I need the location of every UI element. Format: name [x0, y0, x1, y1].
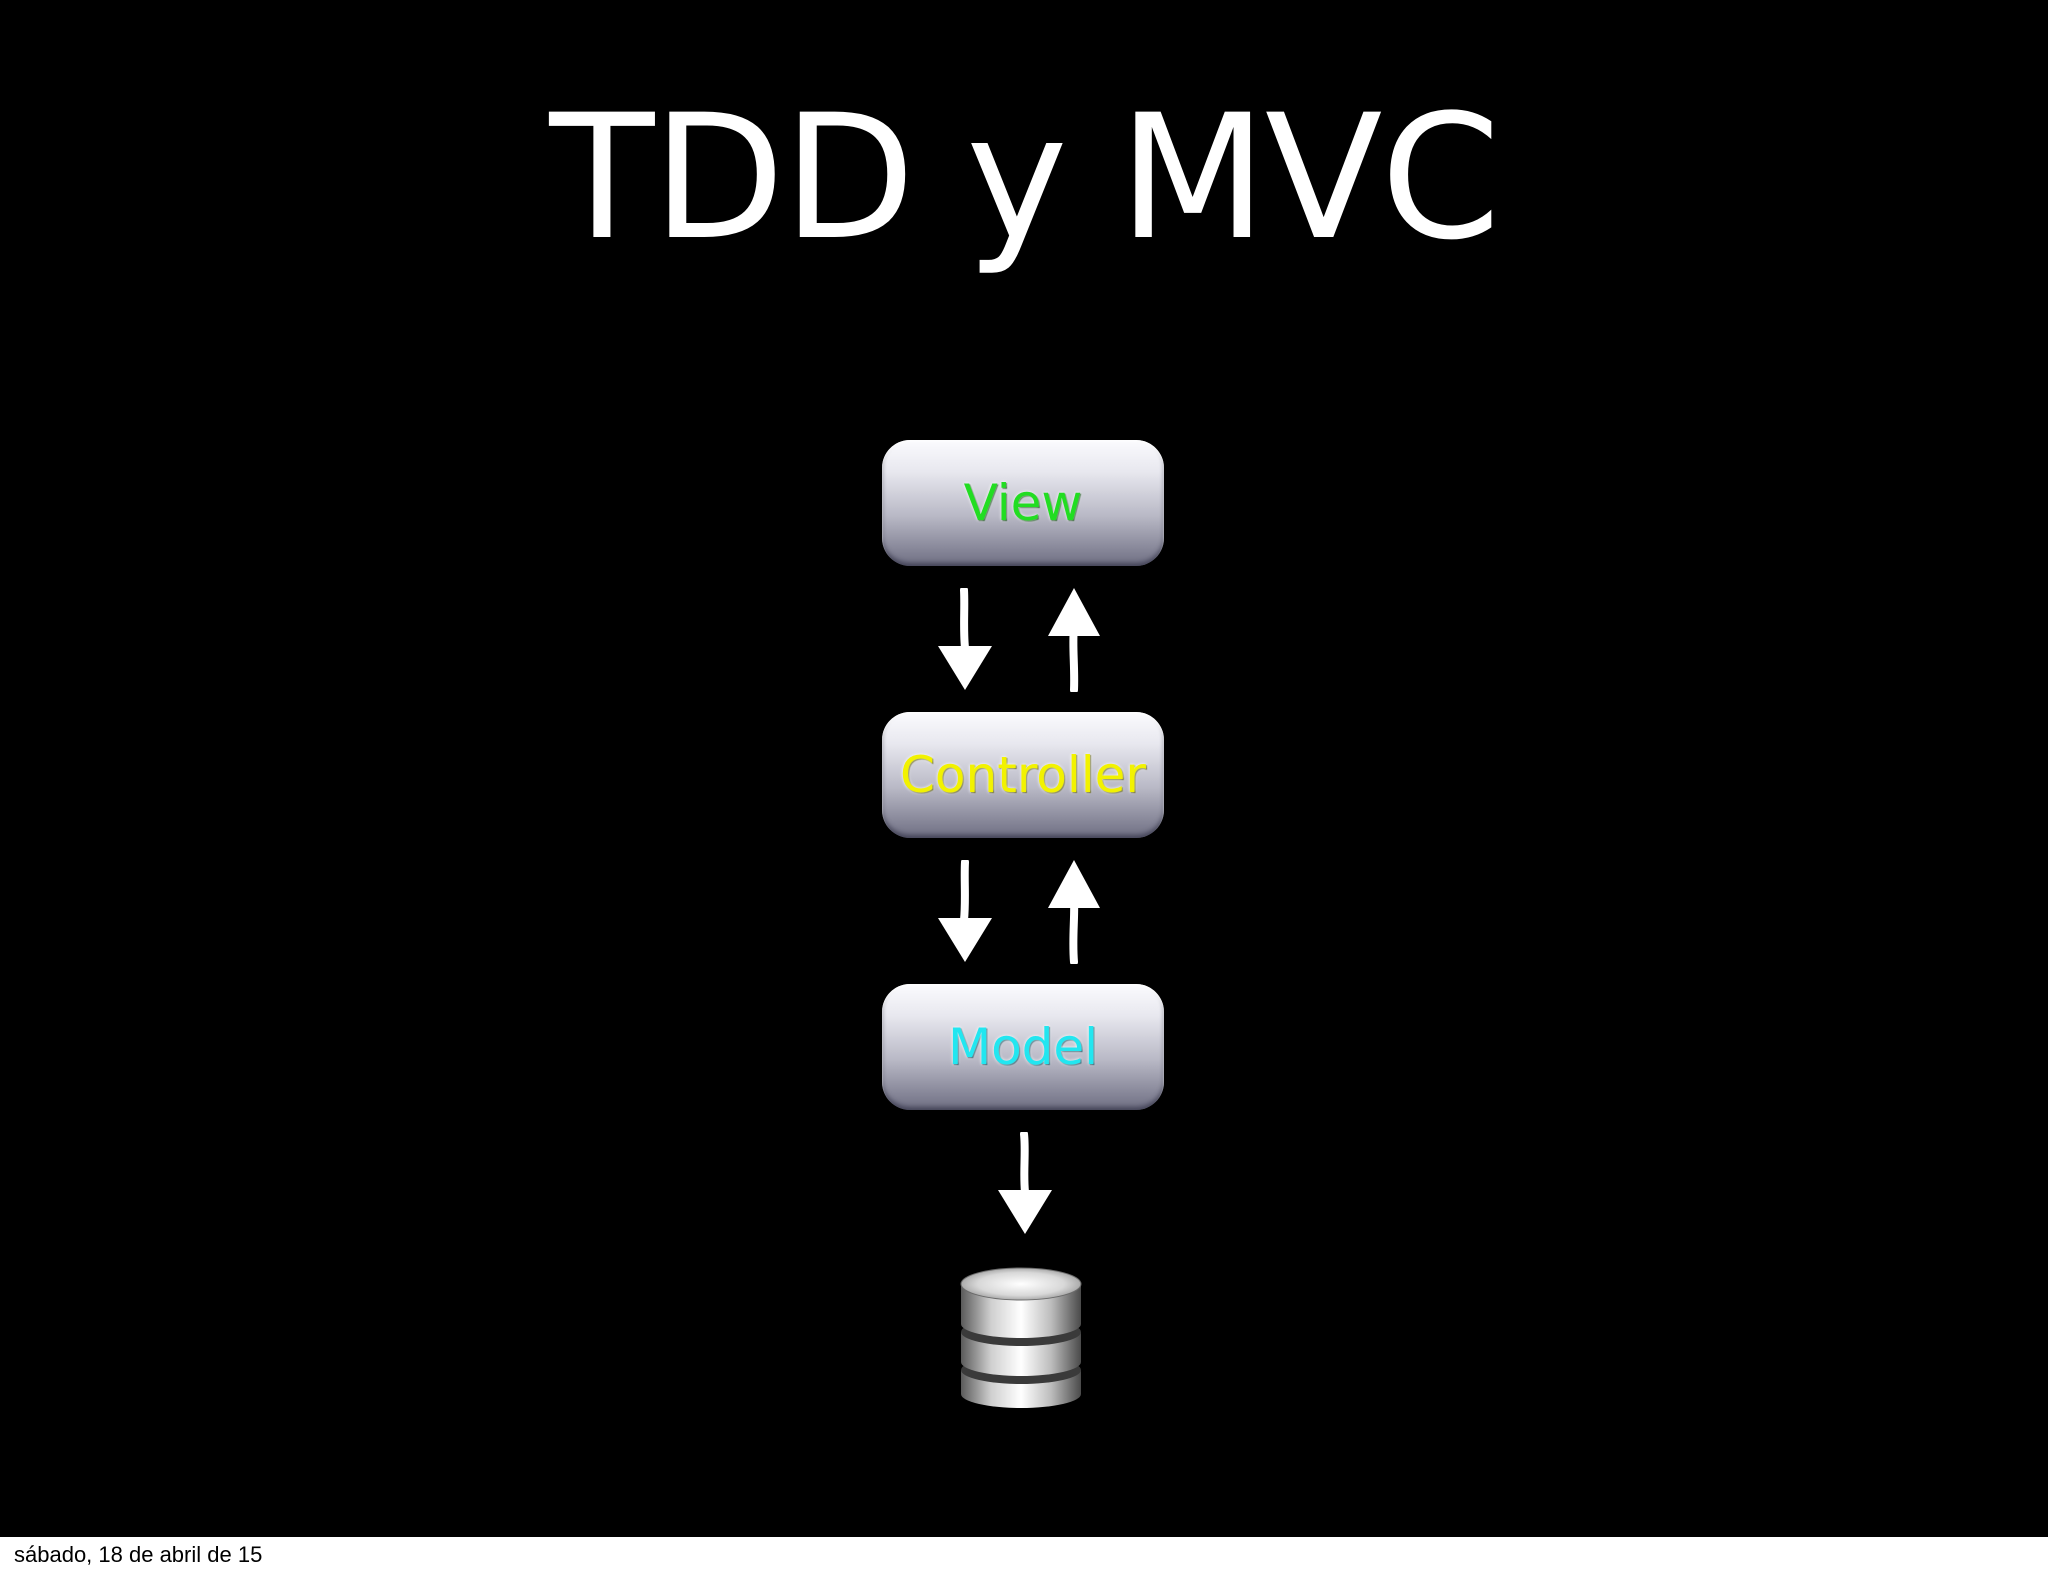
arrow-controller-to-model: [938, 860, 992, 962]
controller-label: Controller: [900, 746, 1146, 804]
database-icon: [960, 1267, 1082, 1408]
arrow-view-to-controller: [938, 588, 992, 690]
model-node: Model: [882, 984, 1164, 1110]
view-label: View: [963, 474, 1083, 532]
slide-title: TDD y MVC: [549, 77, 1500, 278]
slide: TDD y MVC View Controller Model: [0, 0, 2048, 1537]
arrow-controller-to-view: [1048, 588, 1100, 692]
model-label: Model: [947, 1018, 1099, 1076]
arrow-model-to-controller: [1048, 860, 1100, 964]
controller-node: Controller: [882, 712, 1164, 838]
footer-date: sábado, 18 de abril de 15: [14, 1542, 263, 1567]
arrow-model-to-database: [998, 1132, 1052, 1234]
view-node: View: [882, 440, 1164, 566]
